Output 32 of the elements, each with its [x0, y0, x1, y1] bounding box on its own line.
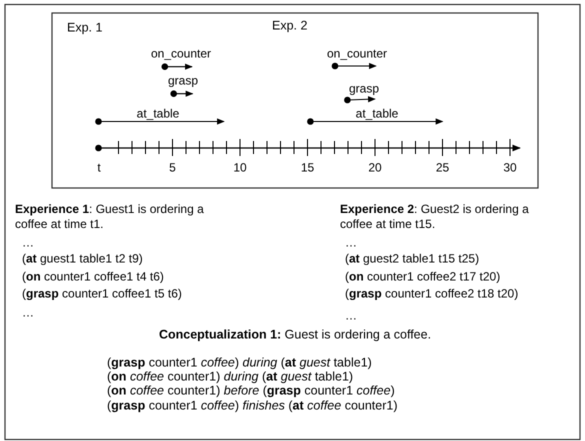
fact-text: (grasp counter1 coffee1 t5 t6): [22, 286, 182, 302]
ellipsis: …: [345, 308, 357, 324]
axis-label: t: [97, 160, 101, 176]
tick-label: 30: [503, 160, 517, 176]
interval-label: grasp: [348, 82, 380, 96]
interval-label: grasp: [168, 74, 198, 88]
conceptualization-heading: Conceptualization 1: Guest is ordering a coffee.: [158, 328, 432, 342]
tick-label: 10: [233, 160, 247, 176]
relation-text: (on coffee counter1) before (grasp counter1 coffee): [107, 384, 395, 398]
interval-label: at_table: [356, 106, 398, 122]
experience-heading: Experience 1: Guest1 is ordering a coffee at time t1.: [15, 202, 205, 232]
relation-text: (grasp counter1 coffee) finishes (at coffee counter1): [107, 398, 398, 414]
interval-label: on_counter: [150, 46, 212, 62]
ellipsis: …: [22, 306, 34, 320]
ellipsis: …: [345, 236, 357, 250]
ellipsis: …: [22, 236, 34, 250]
panel-title: Exp. 1: [67, 20, 102, 36]
fact-text: (at guest2 table1 t15 t25): [345, 252, 480, 266]
fact-text: (grasp counter1 coffee2 t18 t20): [345, 286, 518, 302]
tick-label: 15: [300, 160, 314, 176]
fact-text: (on counter1 coffee1 t4 t6): [22, 270, 164, 284]
tick-label: 20: [368, 160, 382, 176]
panel-title: Exp. 2: [272, 18, 308, 34]
tick-label: 5: [169, 160, 176, 176]
interval-label: on_counter: [326, 46, 388, 62]
interval-label: at_table: [136, 106, 180, 122]
tick-label: 25: [436, 160, 450, 176]
relation-text: (on coffee counter1) during (at guest table1): [107, 370, 354, 384]
fact-text: (at guest1 table1 t2 t9): [22, 252, 143, 266]
fact-text: (on counter1 coffee2 t17 t20): [345, 270, 500, 284]
relation-text: (grasp counter1 coffee) during (at guest table1): [107, 356, 372, 370]
experience-heading: Experience 2: Guest2 is ordering a coffee at time t15.: [340, 202, 530, 232]
